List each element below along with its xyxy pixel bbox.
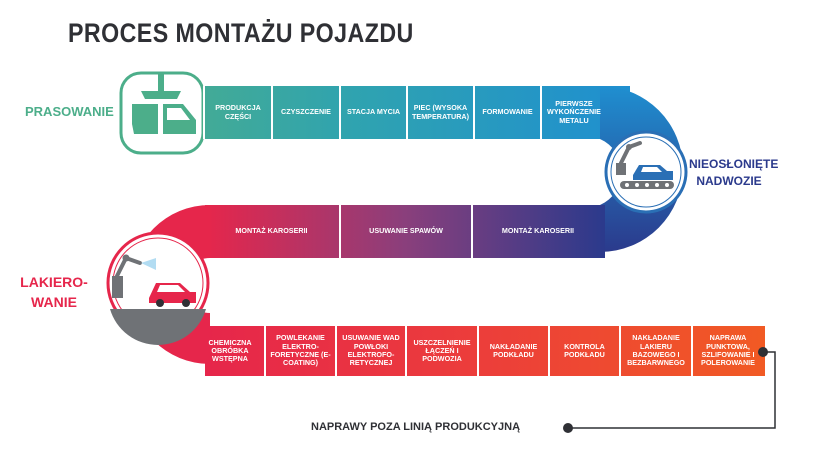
step-cleaning: CZYSZCZENIE (281, 107, 331, 117)
stage-press-label: PRASOWANIE (25, 104, 114, 119)
step-oven: PIEC (WYSOKA TEMPERATURA) (412, 103, 469, 121)
press-icon (119, 71, 205, 155)
stage-paint-label: LAKIERO-WANIE (20, 274, 88, 310)
step-spot-repair: NAPRAWA PUNKTOWA, SZLIFOWANIE I POLEROWA… (701, 333, 755, 368)
paint-robot-icon (106, 231, 210, 345)
step-e-coat-defect-removal: USUWANIE WAD POWŁOKI ELEKTROFO-RETYCZNEJ (342, 333, 400, 368)
connector-dot-end (563, 423, 573, 433)
repairs-label: NAPRAWY POZA LINIĄ PRODUKCYJNĄ (311, 421, 521, 433)
step-weld-removal: USUWANIE SPAWÓW (369, 226, 443, 236)
stage-body-label: NIEOSŁONIĘTE NADWOZIE (689, 157, 779, 188)
step-part-production: PRODUKCJA CZĘŚCI (215, 103, 261, 121)
step-forming: FORMOWANIE (482, 107, 533, 117)
step-sealing: USZCZELNIENIE ŁĄCZEŃ I PODWOZIA (413, 337, 471, 364)
step-basecoat-clearcoat: NAKŁADANIE LAKIERU BAZOWEGO I BEZBARWNEG… (627, 333, 685, 368)
step-chemical-pretreatment: CHEMICZNA OBRÓBKA WSTĘPNA (208, 337, 252, 364)
connector-line (568, 351, 776, 429)
step-primer-application: NAKŁADANIE PODKŁADU (489, 341, 538, 359)
separators (203, 86, 693, 376)
step-body-assembly-2: MONTAŻ KAROSERII (501, 226, 575, 236)
page-title: PROCES MONTAŻU POJAZDU (68, 18, 414, 48)
step-washing-station: STACJA MYCIA (346, 107, 401, 117)
step-body-assembly-1: MONTAŻ KAROSERII (235, 226, 308, 236)
step-primer-inspection: KONTROLA PODKŁADU (564, 341, 605, 359)
step-e-coating: POWLEKANIE ELEKTRO-FORETYCZNE (E-COATING… (270, 333, 331, 368)
band-top (130, 86, 630, 139)
step-first-metal-finish: PIERWSZE WYKOŃCZENIE METALU (547, 99, 601, 125)
band-bottom (205, 326, 765, 376)
body-robot-icon (604, 130, 688, 214)
band-mid (205, 205, 605, 258)
